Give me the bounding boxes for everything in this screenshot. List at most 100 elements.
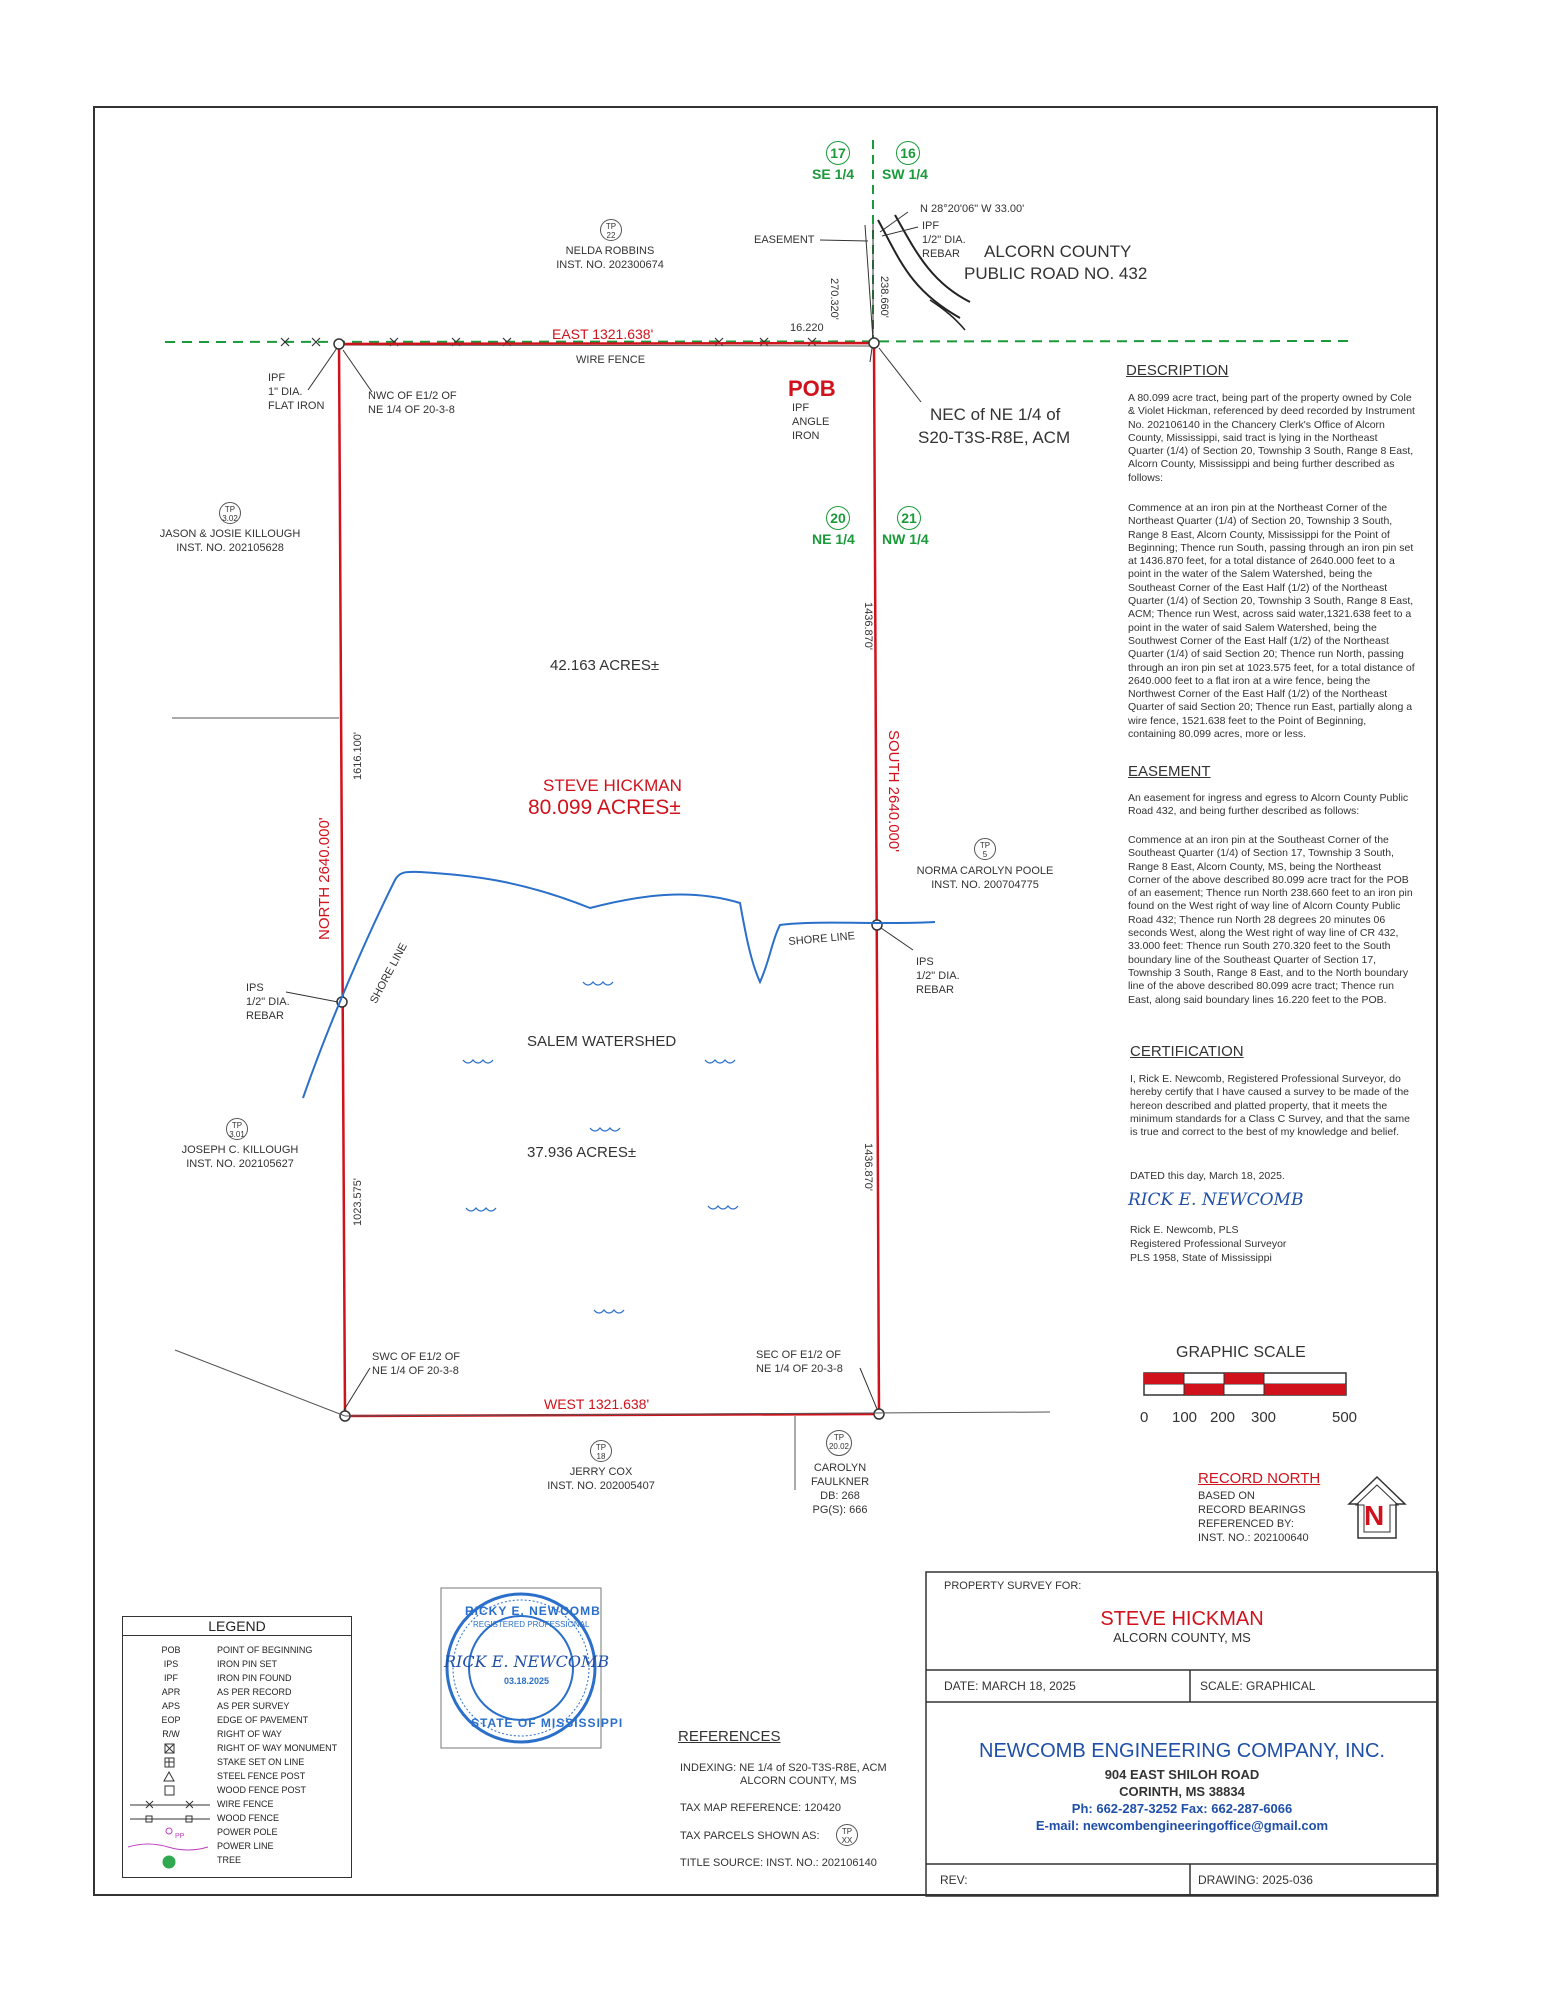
ne-corner-marker <box>868 337 880 349</box>
legend-desc: POINT OF BEGINNING <box>217 1645 313 1655</box>
section-21-marker: 21 <box>897 506 921 530</box>
legend-desc: IRON PIN SET <box>217 1659 278 1669</box>
references-taxmap: TAX MAP REFERENCE: 120420 <box>680 1802 841 1814</box>
references-indexing: INDEXING: NE 1/4 of S20-T3S-R8E, ACM <box>680 1762 887 1774</box>
section-16-marker: 16 <box>896 141 920 165</box>
seal-ring-bottom: STATE OF MISSISSIPPI <box>471 1716 624 1730</box>
owner-label: STEVE HICKMAN <box>543 776 682 795</box>
legend-desc: EDGE OF PAVEMENT <box>217 1715 309 1725</box>
east-dim-upper: 1436.870' <box>862 602 874 650</box>
legend-abbr: POB <box>161 1645 181 1655</box>
norma-poole-name: NORMA CAROLYN POOLE <box>916 865 1054 877</box>
legend-row: EOP EDGE OF PAVEMENT <box>123 1713 351 1727</box>
nec-label-1: NEC of NE 1/4 of <box>930 405 1061 424</box>
section-20-marker: 20 <box>826 506 850 530</box>
title-block-lines <box>925 1571 1439 1897</box>
ips-east-dia: 1/2" DIA. <box>916 970 960 982</box>
company-address-1: 904 EAST SHILOH ROAD <box>1104 1767 1260 1782</box>
easement-paragraph-2: Commence at an iron pin at the Southeast… <box>1128 834 1413 1006</box>
drawing-border <box>93 106 1438 1896</box>
legend-row: POB POINT OF BEGINNING <box>123 1643 351 1657</box>
nec-label-2: S20-T3S-R8E, ACM <box>918 428 1071 447</box>
ips-east-label: IPS <box>916 956 934 968</box>
ipf-label: IPF <box>922 220 940 232</box>
wire-fence-line <box>339 344 871 347</box>
certification-paragraph: I, Rick E. Newcomb, Registered Professio… <box>1130 1073 1410 1139</box>
north-line-bearing: EAST 1321.638' <box>552 326 654 342</box>
scale-tick-500: 500 <box>1332 1409 1358 1426</box>
easement-dim-a: 270.320' <box>828 278 840 320</box>
easement-dim-b: 238.660' <box>878 276 890 318</box>
graphic-scale-bar <box>1143 1372 1347 1396</box>
sw-quarter-label: SW 1/4 <box>882 166 928 182</box>
legend-row: WOOD FENCE <box>123 1811 351 1825</box>
certification-heading: CERTIFICATION <box>1130 1043 1244 1060</box>
power-pole-symbol-label: PP <box>175 1833 185 1840</box>
seal-ring-mid: REGISTERED PROFESSIONAL <box>473 1620 590 1629</box>
company-address-2: CORINTH, MS 38834 <box>1119 1784 1245 1799</box>
ips-east-marker <box>871 919 883 931</box>
legend-desc: WOOD FENCE <box>217 1813 279 1823</box>
legend-desc: POWER LINE <box>217 1841 274 1851</box>
legend-desc: RIGHT OF WAY MONUMENT <box>217 1743 338 1753</box>
legend-row: TREE <box>123 1853 351 1867</box>
ne-quarter-label: NE 1/4 <box>812 531 855 547</box>
legend-abbr: IPS <box>163 1659 179 1669</box>
legend-abbr: APS <box>161 1701 180 1711</box>
record-north-line-2: RECORD BEARINGS <box>1198 1504 1306 1516</box>
adjoiner-line-sw <box>174 1349 346 1417</box>
legend-desc: WIRE FENCE <box>217 1799 274 1809</box>
bearing-label: N 28°20'06" W 33.00' <box>920 203 1025 215</box>
surveyor-name: Rick E. Newcomb, PLS <box>1130 1224 1239 1236</box>
road-edge-2 <box>894 214 971 303</box>
legend-row: RIGHT OF WAY MONUMENT <box>123 1741 351 1755</box>
legend-desc: STEEL FENCE POST <box>217 1771 306 1781</box>
company-email: E-mail: newcombengineeringoffice@gmail.c… <box>1035 1818 1329 1833</box>
carolyn-pg: PG(S): 666 <box>812 1504 868 1516</box>
jason-killough-name: JASON & JOSIE KILLOUGH <box>159 528 301 540</box>
ips-west-dia: 1/2" DIA. <box>246 996 290 1008</box>
south-line-bearing: WEST 1321.638' <box>544 1396 650 1412</box>
east-line-bearing: SOUTH 2640.000' <box>885 730 902 853</box>
record-north-line-1: BASED ON <box>1198 1490 1255 1502</box>
section-17-marker: 17 <box>826 141 850 165</box>
north-arrow <box>1347 1475 1407 1539</box>
easement-paragraph-1: An easement for ingress and egress to Al… <box>1128 792 1409 818</box>
nwc-label-1: NWC OF E1/2 OF <box>368 390 457 402</box>
west-dim-upper: 1616.100' <box>352 732 364 780</box>
swc-label-2: NE 1/4 OF 20-3-8 <box>372 1365 459 1377</box>
road-edge-1 <box>877 219 961 319</box>
legend-desc: AS PER RECORD <box>217 1687 292 1697</box>
west-line-bearing: NORTH 2640.000' <box>316 817 333 940</box>
nw-flat-iron-label: FLAT IRON <box>268 400 325 412</box>
legend-abbr: EOP <box>161 1715 181 1725</box>
nw-dia-label: 1" DIA. <box>268 386 303 398</box>
record-north-line-4: INST. NO.: 202100640 <box>1198 1532 1309 1544</box>
title-rev: REV: <box>940 1873 968 1887</box>
legend-desc: STAKE SET ON LINE <box>217 1757 305 1767</box>
scale-tick-300: 300 <box>1251 1409 1277 1426</box>
easement-dim-c: 16.220 <box>790 322 824 334</box>
road-name-line-2: PUBLIC ROAD NO. 432 <box>964 264 1148 283</box>
shoreline <box>302 870 936 1099</box>
jerry-cox-name: JERRY COX <box>569 1466 633 1478</box>
north-arrow-letter: N <box>1364 1500 1385 1531</box>
title-date: DATE: MARCH 18, 2025 <box>944 1679 1076 1693</box>
description-heading: DESCRIPTION <box>1126 362 1229 379</box>
seal-signature: RICK E. NEWCOMB <box>444 1652 610 1671</box>
references-indexing-2: ALCORN COUNTY, MS <box>740 1775 857 1787</box>
record-north-heading: RECORD NORTH <box>1198 1470 1321 1487</box>
legend-desc: TREE <box>217 1855 242 1865</box>
legend-desc: AS PER SURVEY <box>217 1701 290 1711</box>
legend-row: WOOD FENCE POST <box>123 1783 351 1797</box>
jason-killough-inst: INST. NO. 202105628 <box>176 542 284 554</box>
nelda-robbins-inst: INST. NO. 202300674 <box>556 259 664 271</box>
graphic-scale-heading: GRAPHIC SCALE <box>1176 1344 1306 1361</box>
